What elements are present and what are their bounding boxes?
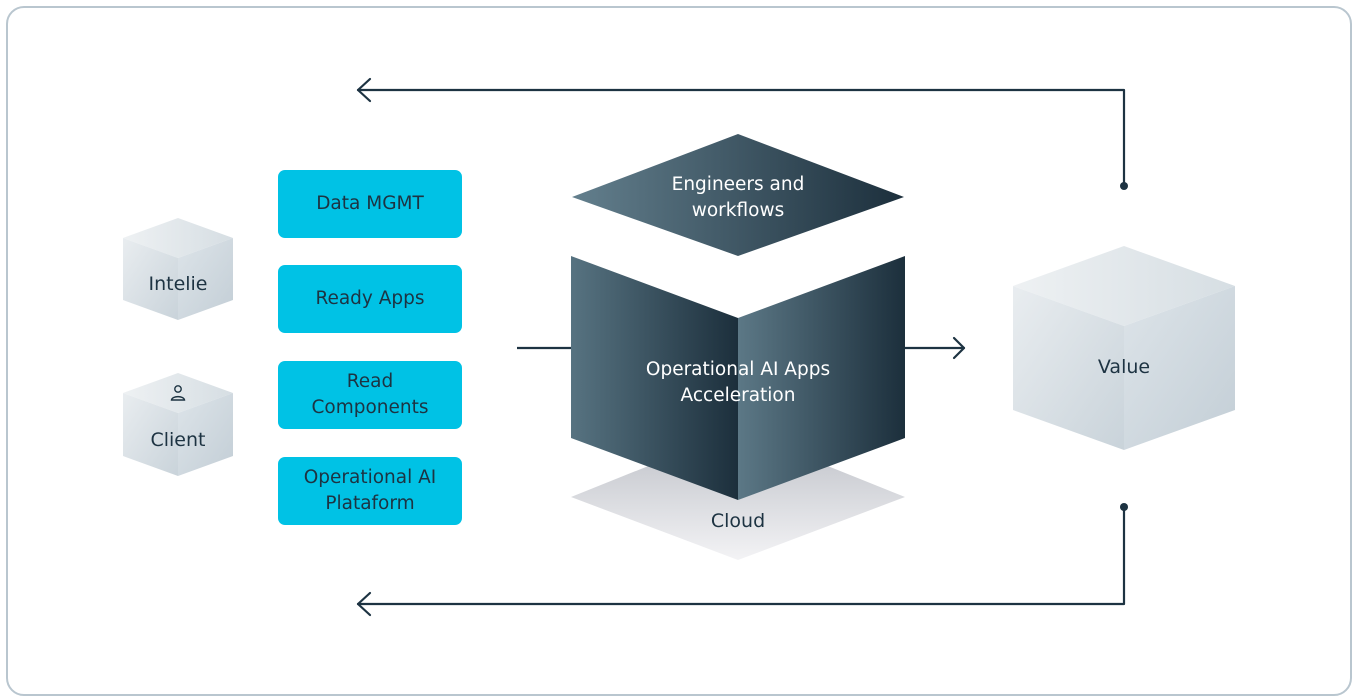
component-label: Data MGMT: [316, 193, 424, 214]
user-icon: [170, 385, 186, 401]
component-label: Read Components: [311, 371, 429, 418]
output-arrow: [903, 336, 966, 360]
value-label: Value: [1097, 356, 1151, 378]
bottom-feedback-arrow: [356, 505, 1126, 617]
component-box-data-mgmt: Data MGMT: [278, 170, 462, 238]
intelie-cube: [123, 218, 233, 320]
component-box-ready-apps: Ready Apps: [278, 265, 462, 333]
top-feedback-arrow: [356, 77, 1126, 188]
component-label: Ready Apps: [315, 288, 425, 309]
engineers-diamond: [572, 134, 904, 256]
bottom-arrow-dot: [1120, 503, 1128, 511]
center-left-face: [571, 256, 738, 500]
component-box-operational-ai-plataform: Operational AI Plataform: [278, 457, 462, 525]
top-arrow-dot: [1120, 182, 1128, 190]
client-cube: [123, 373, 233, 476]
center-block-label: Operational AI Apps Acceleration: [645, 359, 831, 406]
center-right-face: [738, 256, 905, 500]
value-cube: [1013, 246, 1235, 450]
client-label: Client: [150, 429, 206, 451]
cloud-label: Cloud: [710, 510, 766, 532]
component-label: Operational AI Plataform: [303, 467, 437, 514]
component-box-read-components: Read Components: [278, 361, 462, 429]
intelie-label: Intelie: [148, 273, 208, 295]
engineers-label: Engineers and workflows: [671, 174, 805, 221]
